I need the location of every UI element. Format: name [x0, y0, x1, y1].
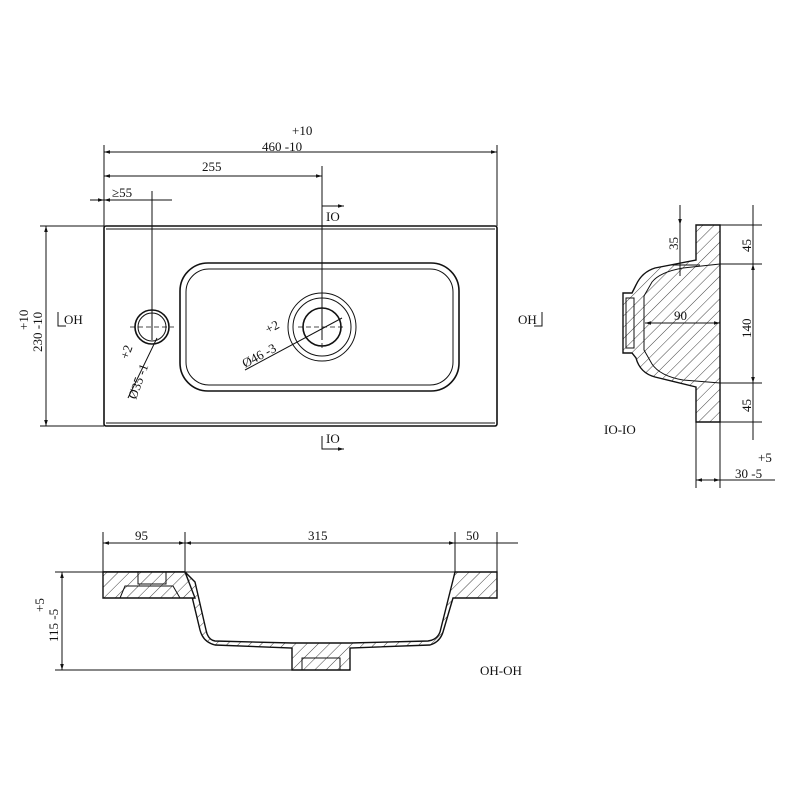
drain-hole-tolerance: +2 [262, 317, 281, 337]
tap-hole-dimension: Ø35 -1 [125, 362, 152, 401]
section-marker-bottom: IO [321, 431, 344, 451]
bowl-outline [179, 262, 460, 392]
dim-30: 30 -5 [735, 466, 762, 481]
tap-offset-dimension: ≥55 [112, 185, 132, 200]
height-dimension: 115 -5 [46, 609, 61, 642]
svg-text:OH: OH [64, 312, 83, 327]
tap-hole-tolerance: +2 [117, 343, 136, 361]
dim-30-tolerance: +5 [758, 450, 772, 465]
svg-text:IO: IO [326, 209, 340, 224]
section-marker-left: OH [57, 312, 83, 327]
dim-45-top: 45 [739, 239, 754, 252]
section-marker-top: IO [322, 204, 344, 224]
dim-50: 50 [466, 528, 479, 543]
depth-tolerance: +10 [16, 310, 31, 330]
dim-35: 35 [666, 237, 681, 250]
dim-315: 315 [308, 528, 328, 543]
depth-dimension: 230 -10 [30, 312, 45, 352]
section-oh-title: OH-OH [480, 663, 522, 678]
section-10-10: 35 45 140 45 90 +5 30 -5 IO-IO [604, 205, 775, 488]
height-tolerance: +5 [32, 598, 47, 612]
width-dimension: 460 -10 [262, 139, 302, 154]
dim-95: 95 [135, 528, 148, 543]
svg-text:OH: OH [518, 312, 537, 327]
width-tolerance: +10 [292, 123, 312, 138]
basin-outline [103, 225, 498, 427]
svg-text:IO: IO [326, 431, 340, 446]
section-10-title: IO-IO [604, 422, 636, 437]
drain-offset-dimension: 255 [202, 159, 222, 174]
top-view: +10 460 -10 255 ≥55 +10 230 -10 +2 Ø35 -… [16, 123, 543, 451]
section-oh-oh: 95 315 50 +5 115 -5 OH-OH [32, 528, 522, 678]
drain-hole-dimension: Ø46 -3 [239, 340, 278, 370]
dim-90: 90 [674, 308, 687, 323]
dim-45-bottom: 45 [739, 399, 754, 412]
section-marker-right: OH [518, 312, 543, 327]
dim-140: 140 [739, 319, 754, 339]
